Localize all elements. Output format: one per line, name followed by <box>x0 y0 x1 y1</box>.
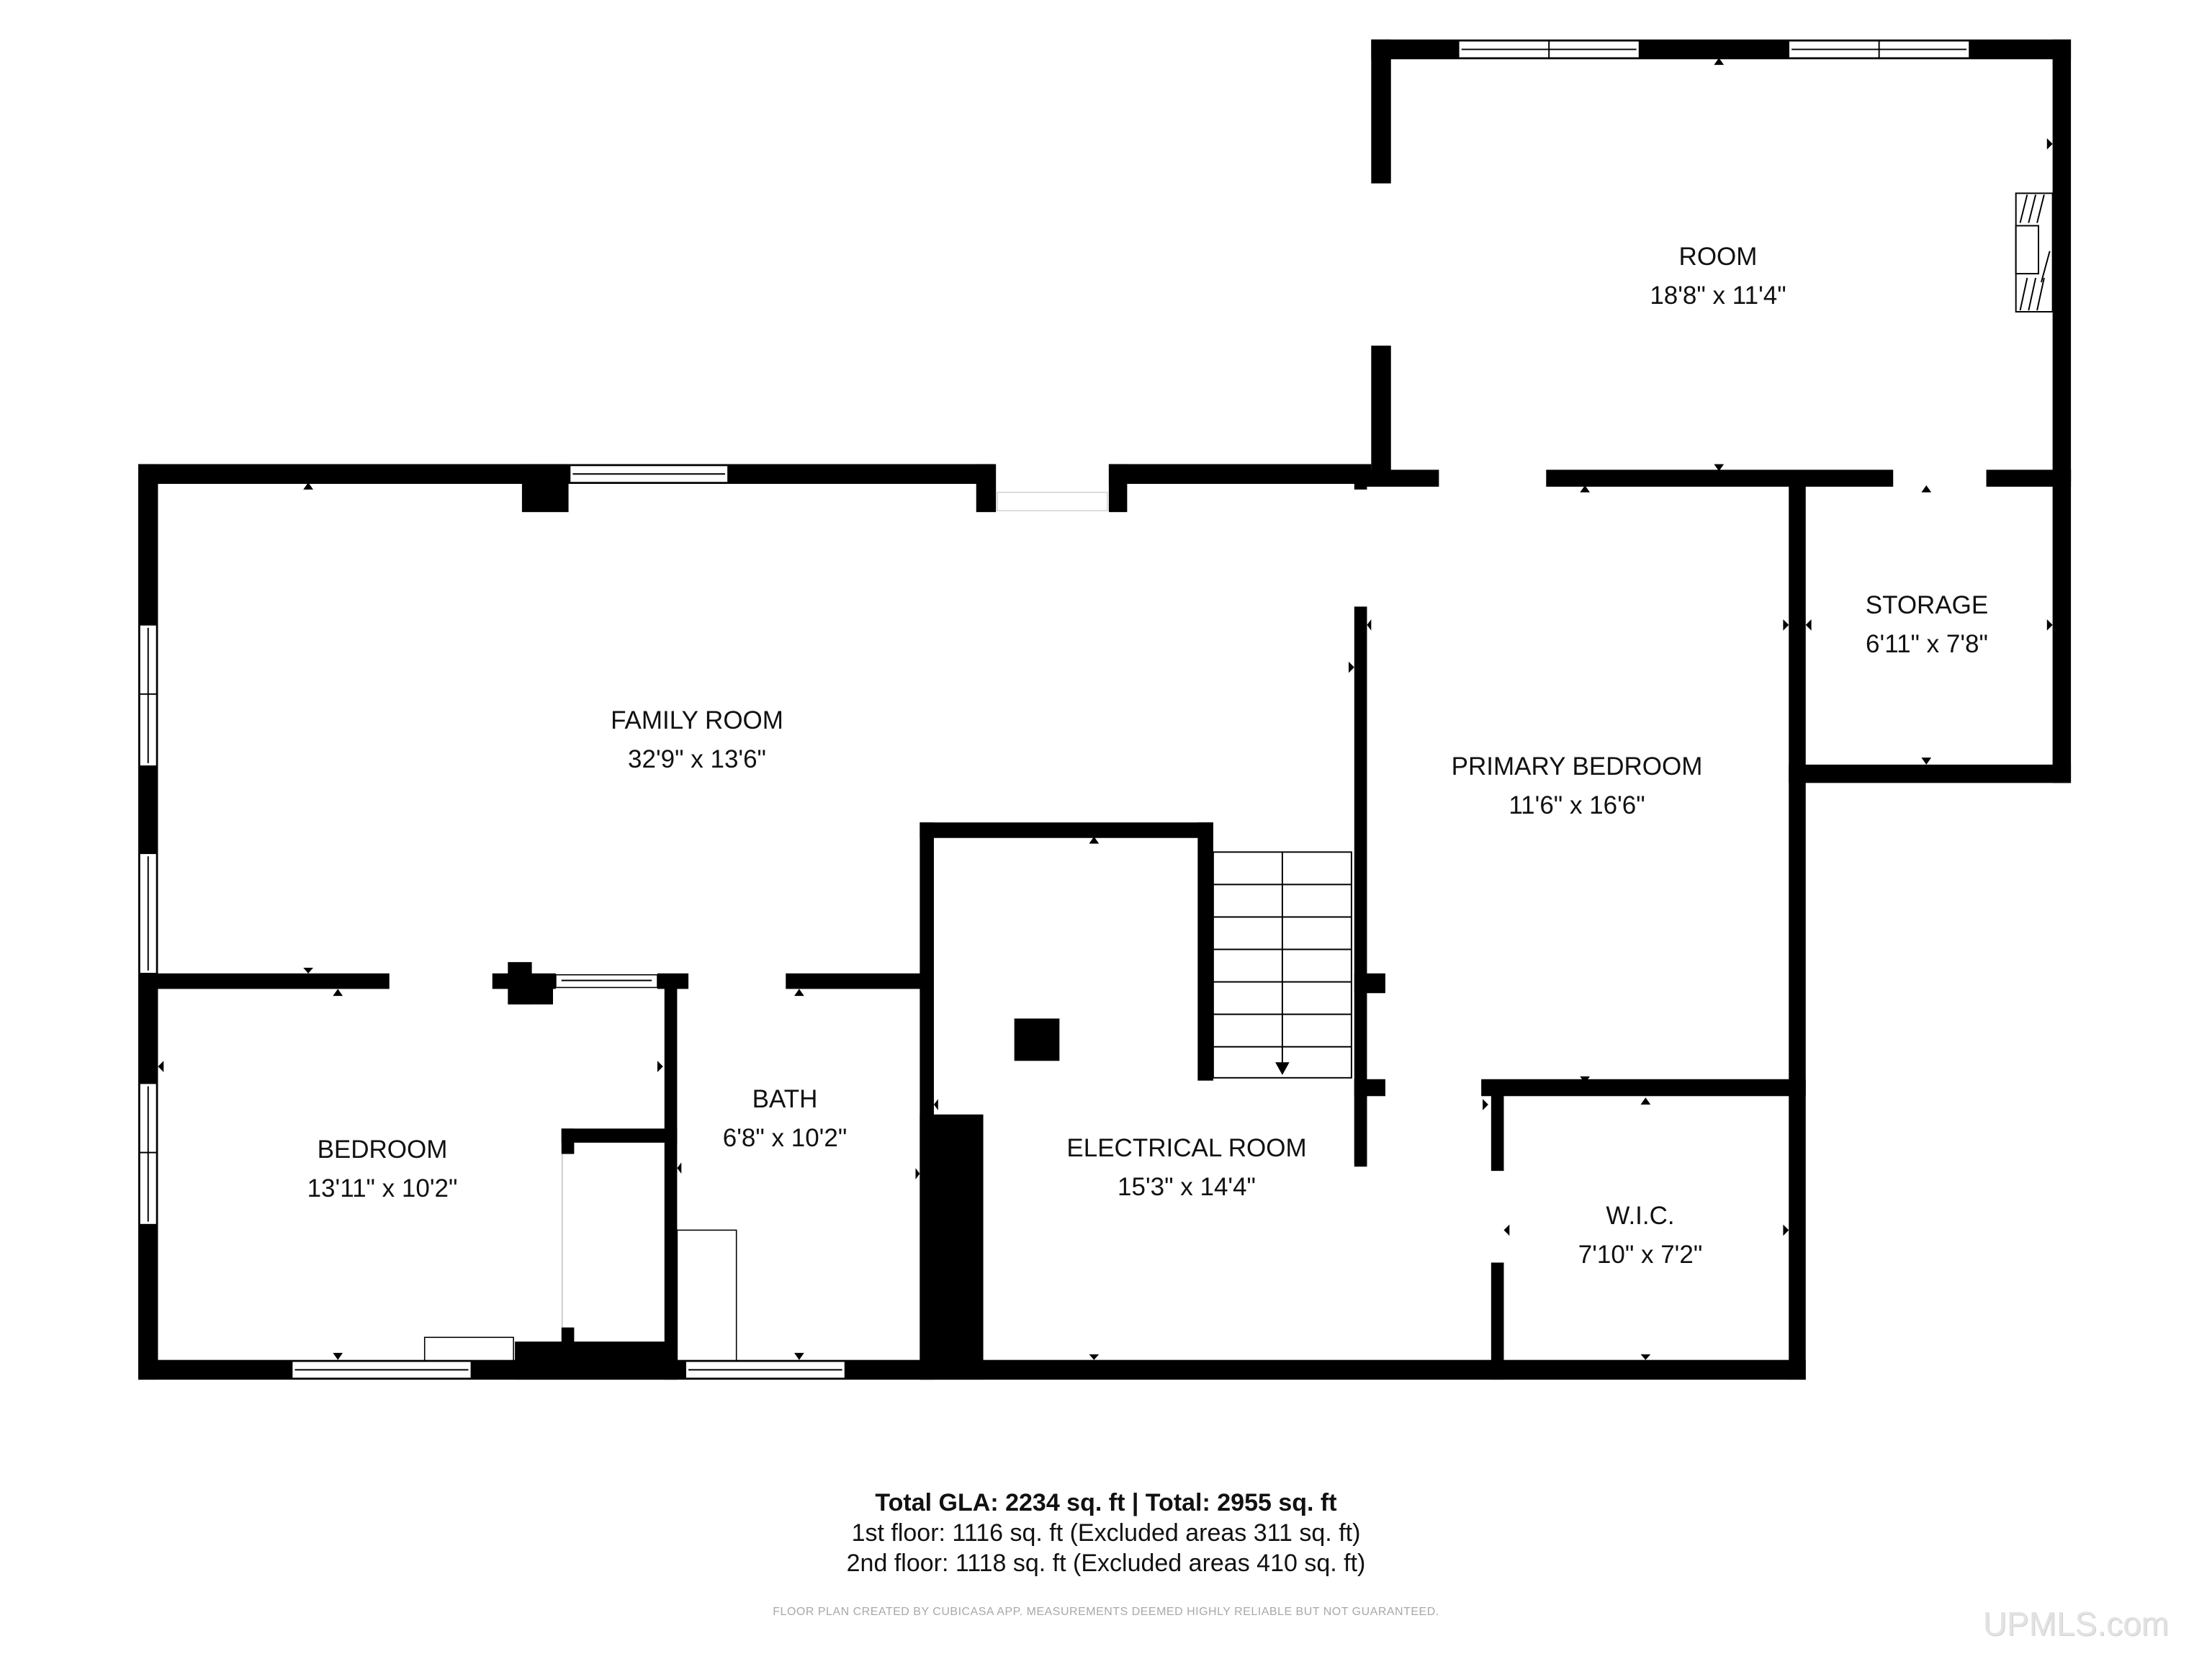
storage-walls <box>1789 469 2072 1380</box>
room-dimensions: 6'11" x 7'8" <box>1866 630 1988 658</box>
room-dimensions: 15'3" x 14'4" <box>1118 1173 1256 1201</box>
room-name: ROOM <box>1678 243 1758 271</box>
bay-opening <box>997 492 1108 511</box>
total-area-summary: Total GLA: 2234 sq. ft | Total: 2955 sq.… <box>875 1489 1337 1516</box>
room-name: BATH <box>752 1085 818 1113</box>
bedroom-bath-walls <box>515 987 678 1380</box>
electrical-panel-icon <box>1014 1018 1060 1061</box>
family-room-walls <box>138 464 1372 1380</box>
room-label-room: ROOM 18'8" x 11'4" <box>1650 238 1786 315</box>
room-name: W.I.C. <box>1606 1202 1675 1230</box>
room-label-family-room: FAMILY ROOM 32'9" x 13'6" <box>611 701 783 779</box>
room-label-electrical-room: ELECTRICAL ROOM 15'3" x 14'4" <box>1066 1129 1306 1207</box>
room-name: STORAGE <box>1865 591 1989 619</box>
room-label-storage: STORAGE 6'11" x 7'8" <box>1866 586 1989 664</box>
room-dimensions: 11'6" x 16'6" <box>1509 791 1645 819</box>
fireplace-icon <box>2015 192 2054 313</box>
bedroom-top-walls <box>138 962 932 1004</box>
second-floor-area: 2nd floor: 1118 sq. ft (Excluded areas 4… <box>846 1550 1366 1577</box>
room-dimensions: 6'8" x 10'2" <box>722 1124 848 1152</box>
bottom-walls <box>138 822 1806 1380</box>
room-label-primary-bedroom: PRIMARY BEDROOM 11'6" x 16'6" <box>1452 747 1703 825</box>
room-dimensions: 13'11" x 10'2" <box>307 1174 458 1202</box>
room-label-wic: W.I.C. 7'10" x 7'2" <box>1578 1197 1703 1274</box>
first-floor-area: 1st floor: 1116 sq. ft (Excluded areas 3… <box>851 1519 1361 1547</box>
wall <box>1354 606 1367 1164</box>
room-name: FAMILY ROOM <box>611 706 783 734</box>
room-name: BEDROOM <box>317 1136 448 1164</box>
dimension-markers <box>158 58 2053 1360</box>
room-dimensions: 18'8" x 11'4" <box>1650 282 1786 310</box>
room-name: PRIMARY BEDROOM <box>1451 752 1703 781</box>
watermark: UPMLS.com <box>1982 1605 2169 1642</box>
room-dimensions: 32'9" x 13'6" <box>628 745 766 773</box>
wic-walls <box>1354 1079 1806 1380</box>
middle-walls <box>1361 469 2072 487</box>
room-dimensions: 7'10" x 7'2" <box>1578 1241 1703 1269</box>
room-name: ELECTRICAL ROOM <box>1066 1134 1307 1162</box>
disclaimer: FLOOR PLAN CREATED BY CUBICASA APP. MEAS… <box>773 1606 1439 1618</box>
stairs-icon <box>1212 851 1352 1079</box>
room-label-bedroom: BEDROOM 13'11" x 10'2" <box>307 1130 458 1208</box>
vanity <box>676 1229 737 1362</box>
room-label-bath: BATH 6'8" x 10'2" <box>723 1080 848 1158</box>
